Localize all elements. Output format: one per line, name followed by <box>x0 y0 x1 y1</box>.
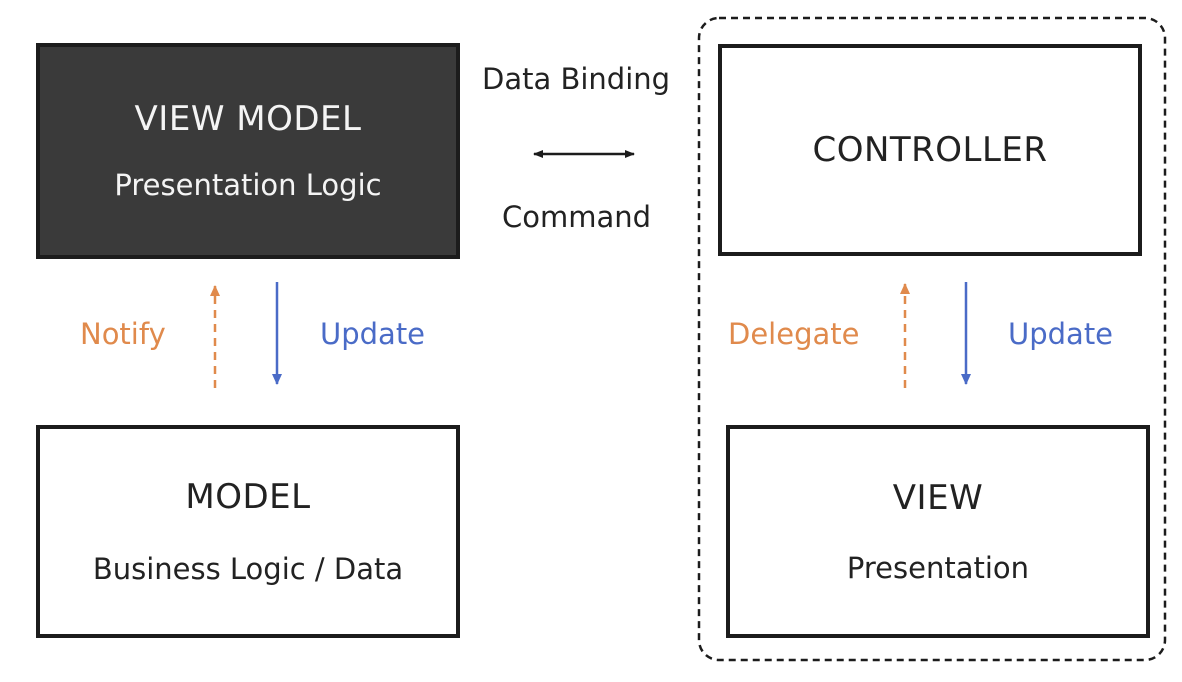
update-label-left: Update <box>320 317 426 351</box>
model-subtitle: Business Logic / Data <box>92 551 404 586</box>
controller-view-group-outline <box>697 16 1167 662</box>
model-box: MODEL Business Logic / Data <box>36 425 460 638</box>
view-model-title: VIEW MODEL <box>134 99 362 140</box>
delegate-label: Delegate <box>728 317 860 351</box>
command-label: Command <box>502 200 652 234</box>
model-title: MODEL <box>185 476 311 517</box>
notify-label: Notify <box>80 317 166 351</box>
controller-title: CONTROLLER <box>812 129 1048 170</box>
controller-box: CONTROLLER <box>718 44 1142 256</box>
view-box: VIEW Presentation <box>726 425 1150 638</box>
data-binding-label: Data Binding <box>482 62 671 96</box>
view-subtitle: Presentation <box>846 550 1030 585</box>
view-model-box: VIEW MODEL Presentation Logic <box>36 43 460 259</box>
view-model-subtitle: Presentation Logic <box>114 168 382 202</box>
update-label-right: Update <box>1008 317 1114 351</box>
view-title: VIEW <box>892 477 984 518</box>
